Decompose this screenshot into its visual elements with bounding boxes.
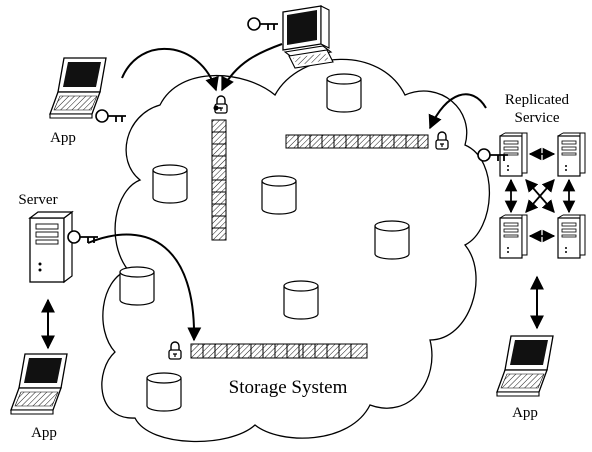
arrow-desktop-to-cloud: [221, 43, 283, 92]
arrow-replicated-to-cloud: [428, 93, 487, 130]
vertical-log-blocks: [211, 119, 227, 241]
server-label: Server: [18, 192, 57, 208]
arrow-replica-diag2: [525, 179, 555, 213]
laptop-icon: [49, 57, 107, 119]
desktop-computer-icon: [282, 5, 334, 69]
app-label-bottom-left: App: [31, 425, 57, 441]
arrow-server-to-cloud: [87, 233, 202, 342]
app-label-top-left: App: [50, 130, 76, 146]
replicated-service-label-line1: Replicated: [505, 92, 570, 108]
database-cylinder-icon: [261, 175, 297, 215]
database-cylinder-icon: [283, 280, 319, 320]
database-cylinder-icon: [152, 164, 188, 204]
database-cylinder-icon: [326, 73, 362, 113]
key-icon: [247, 17, 279, 31]
database-cylinder-icon: [146, 372, 182, 412]
app-label-right: App: [512, 405, 538, 421]
laptop-icon: [10, 353, 68, 415]
database-cylinder-icon: [119, 266, 155, 306]
key-lock-icon: [213, 95, 228, 114]
key-icon: [95, 109, 127, 123]
horizontal-log-bottom: [190, 343, 368, 359]
replicated-service-label-line2: Service: [515, 110, 560, 126]
laptop-icon: [496, 335, 554, 397]
horizontal-log-top: [285, 134, 429, 149]
tower-server-icon: [557, 132, 586, 177]
tower-server-icon: [499, 214, 528, 259]
database-cylinder-icon: [374, 220, 410, 260]
storage-system-label: Storage System: [229, 377, 348, 398]
arrow-laptop-to-cloud: [121, 47, 219, 92]
tower-server-icon: [28, 210, 74, 284]
tower-server-icon: [557, 214, 586, 259]
